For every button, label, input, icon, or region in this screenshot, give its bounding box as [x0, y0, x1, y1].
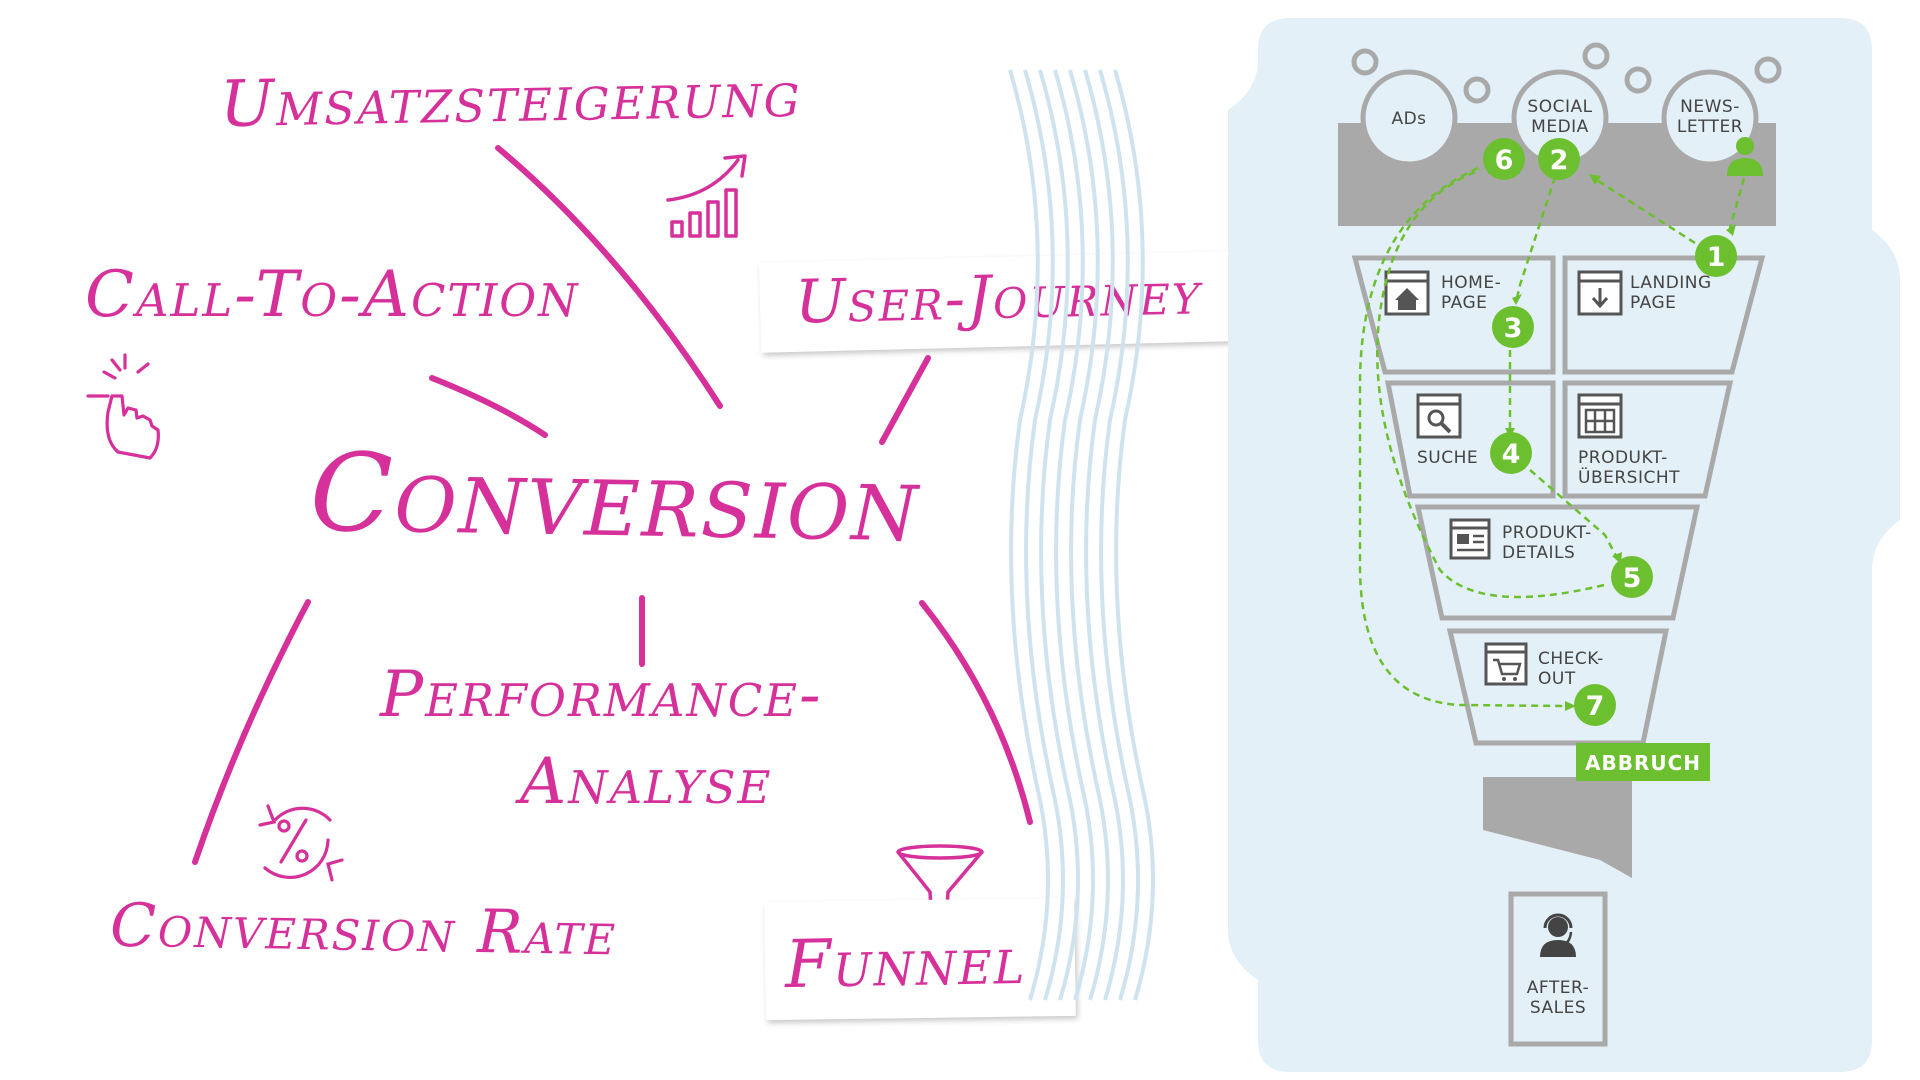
stage-homepage-label-2: PAGE — [1441, 293, 1487, 313]
mindmap-funnel: Funnel — [784, 921, 1027, 1004]
stage-checkout-label-2: OUT — [1538, 669, 1576, 689]
funnel-background-panel — [1228, 18, 1900, 1072]
step-3 — [1492, 306, 1534, 348]
deco-bubble — [1754, 56, 1782, 84]
mindmap-analyse: Analyse — [520, 745, 773, 819]
stage-details-label-2: DETAILS — [1502, 543, 1575, 563]
percent-cycle-icon — [258, 804, 344, 882]
stage-landing-label-1: LANDING — [1630, 273, 1712, 293]
headset-agent-icon — [1540, 913, 1576, 957]
stage-suche — [1384, 380, 1556, 499]
step-7-label: 7 — [1586, 691, 1605, 722]
mindmap-call-to-action: Call-To-Action — [85, 258, 580, 332]
connector-funnel — [919, 600, 1033, 825]
stage-details-label-1: PRODUKT- — [1502, 523, 1592, 543]
stage-homepage-label-1: HOME- — [1441, 273, 1501, 293]
abbruch-label: ABBRUCH — [1585, 751, 1701, 775]
step-6 — [1483, 138, 1525, 180]
user-icon — [1727, 137, 1763, 176]
mindmap-conversion: Conversion — [308, 430, 921, 567]
connector-cta — [429, 375, 548, 438]
connector-journey — [879, 355, 931, 445]
aftersales-label-2: SALES — [1530, 998, 1586, 1018]
stage-uebersicht-label-1: PRODUKT- — [1578, 448, 1668, 468]
stage-produktdetails — [1414, 504, 1701, 621]
growth-chart-icon — [666, 154, 747, 238]
funnel-drain — [1483, 777, 1632, 878]
stage-landing-label-2: PAGE — [1630, 293, 1676, 313]
source-social-label-1: SOCIAL — [1527, 97, 1592, 117]
deco-bubble — [1463, 76, 1491, 104]
step-5 — [1611, 556, 1653, 598]
stage-uebersicht-label-2: ÜBERSICHT — [1578, 466, 1680, 488]
connector-rate — [192, 599, 311, 865]
step-4 — [1490, 432, 1532, 474]
step-3-label: 3 — [1504, 313, 1523, 344]
stage-suche-label: SUCHE — [1417, 448, 1478, 468]
deco-bubble — [1624, 66, 1652, 94]
step-1-label: 1 — [1707, 242, 1726, 273]
stage-checkout — [1446, 628, 1670, 746]
abbruch-badge — [1576, 743, 1710, 781]
source-newsletter-label-2: LETTER — [1677, 117, 1743, 137]
aftersales-label-1: AFTER- — [1527, 978, 1590, 998]
mindmap-performance: Performance- — [380, 658, 823, 732]
step-1 — [1695, 235, 1737, 277]
source-ads — [1360, 69, 1458, 167]
journey-path-2-3 — [1515, 176, 1557, 299]
pointer-click-icon — [86, 353, 160, 460]
home-icon — [1384, 270, 1430, 316]
step-4-label: 4 — [1502, 439, 1521, 470]
step-5-label: 5 — [1623, 563, 1642, 594]
step-6-label: 6 — [1495, 145, 1514, 176]
step-2-label: 2 — [1550, 145, 1569, 176]
cart-icon — [1484, 642, 1528, 686]
source-ads-label: ADs — [1391, 109, 1426, 129]
stage-checkout-label-1: CHECK- — [1538, 649, 1604, 669]
journey-path-5-6 — [1376, 168, 1605, 599]
mindmap-canvas — [86, 145, 1033, 927]
source-social-label-2: MEDIA — [1531, 117, 1589, 137]
journey-path-4-5 — [1529, 469, 1618, 557]
connector-umsatz — [495, 145, 723, 409]
source-bar — [1338, 123, 1776, 226]
journey-path-6-7 — [1358, 166, 1566, 708]
stage-homepage — [1351, 255, 1556, 375]
stage-produktuebersicht — [1562, 380, 1734, 499]
deco-bubble — [1582, 42, 1610, 70]
aftersales-box — [1508, 891, 1608, 1047]
deco-bubble — [1351, 48, 1379, 76]
source-newsletter-label-1: NEWS- — [1680, 97, 1740, 117]
search-icon — [1416, 393, 1462, 439]
journey-path-1-2 — [1591, 175, 1696, 245]
mindmap-umsatzsteigerung: Umsatzsteigerung — [219, 57, 803, 143]
details-page-icon — [1449, 518, 1491, 560]
step-7 — [1574, 684, 1616, 726]
download-icon — [1577, 270, 1623, 316]
grid-icon — [1577, 393, 1623, 439]
mindmap-conversion-rate: Conversion Rate — [109, 890, 618, 970]
mindmap-user-journey: User-Journey — [794, 258, 1203, 338]
step-2 — [1538, 138, 1580, 180]
source-social-media — [1511, 69, 1609, 167]
source-newsletter — [1661, 69, 1759, 167]
journey-path-newsletter-1 — [1728, 177, 1746, 229]
stage-landingpage — [1562, 255, 1766, 375]
